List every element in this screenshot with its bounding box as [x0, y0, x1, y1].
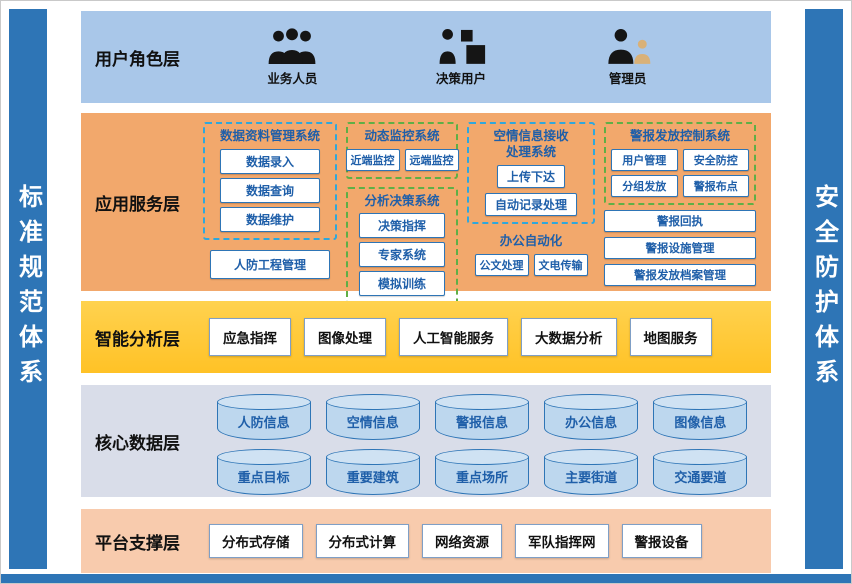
app-box-alarm-archive-management: 警报发放档案管理: [604, 263, 756, 286]
application-groups: 数据资料管理系统 数据录入 数据查询 数据维护 人防工程管理 动态监控系统 近端…: [203, 113, 771, 305]
user-role-layer: 用户角色层 业务人员: [81, 11, 771, 103]
group-data-management-system: 数据资料管理系统 数据录入 数据查询 数据维护: [203, 122, 337, 240]
core-data-layer: 核心数据层 人防信息 空情信息 警报信息 办公信息 图像信息 重点目标 重要建筑…: [81, 385, 771, 497]
database-key-targets: 重点目标: [216, 449, 311, 495]
group-title: 动态监控系统: [364, 129, 440, 143]
app-box-near-monitoring: 近端监控: [345, 148, 400, 171]
platform-box-distributed-storage: 分布式存储: [209, 524, 303, 558]
role-decision-users: 决策用户: [436, 28, 486, 87]
app-box-data-maintenance: 数据维护: [220, 206, 320, 232]
app-box-data-entry: 数据录入: [220, 148, 320, 174]
user-role-layer-label: 用户角色层: [95, 49, 180, 69]
app-box-user-management: 用户管理: [611, 148, 678, 171]
group-dynamic-monitoring-system: 动态监控系统 近端监控 远端监控: [345, 122, 459, 179]
database-office-info: 办公信息: [544, 394, 639, 440]
platform-support-layer-label: 平台支撑层: [95, 533, 180, 553]
database-alarm-info: 警报信息: [434, 394, 529, 440]
app-box-security-control: 安全防控: [682, 148, 749, 171]
role-label: 管理员: [608, 71, 647, 86]
database-label: 重点目标: [237, 470, 290, 485]
role-label: 决策用户: [435, 71, 486, 86]
analysis-box-map-service: 地图服务: [629, 318, 712, 356]
database-label: 办公信息: [565, 415, 618, 430]
left-pillar: 标准规范体系: [9, 9, 47, 569]
app-box-alarm-placement: 警报布点: [682, 174, 749, 197]
group-title: 数据资料管理系统: [219, 129, 320, 143]
app-box-upload-transmit: 上传下达: [496, 165, 565, 189]
business-users-icon: [268, 27, 316, 64]
left-pillar-label: 标准规范体系: [14, 184, 42, 394]
platform-box-alarm-equipment: 警报设备: [621, 524, 702, 558]
database-grid: 人防信息 空情信息 警报信息 办公信息 图像信息 重点目标 重要建筑 重点场所 …: [209, 385, 771, 497]
database-civil-defense-info: 人防信息: [216, 394, 311, 440]
database-label: 空情信息: [346, 415, 399, 430]
application-service-layer-label: 应用服务层: [95, 194, 180, 214]
platform-items: 分布式存储 分布式计算 网络资源 军队指挥网 警报设备: [209, 524, 771, 558]
analysis-box-emergency-command: 应急指挥: [209, 318, 291, 356]
role-admin: 管理员: [603, 28, 653, 87]
platform-support-layer: 平台支撑层 分布式存储 分布式计算 网络资源 军队指挥网 警报设备: [81, 509, 771, 573]
group-analysis-decision-system: 分析决策系统 决策指挥 专家系统 模拟训练: [346, 186, 458, 305]
database-label: 重点场所: [455, 470, 508, 485]
admin-icon: [608, 28, 650, 64]
database-label: 图像信息: [674, 415, 727, 430]
column-monitoring-analysis: 动态监控系统 近端监控 远端监控 分析决策系统 决策指挥 专家系统 模拟训练: [345, 122, 459, 305]
office-automation-title: 办公自动化: [499, 234, 563, 249]
app-box-document-processing: 公文处理: [474, 253, 529, 276]
intelligent-analysis-layer: 智能分析层 应急指挥 图像处理 人工智能服务 大数据分析 地图服务: [81, 301, 771, 373]
database-image-info: 图像信息: [653, 394, 748, 440]
app-box-simulation-training: 模拟训练: [359, 271, 445, 297]
database-important-buildings: 重要建筑: [325, 449, 420, 495]
core-data-layer-label: 核心数据层: [95, 433, 180, 453]
intelligent-analysis-layer-label: 智能分析层: [95, 329, 180, 349]
decision-users-icon: [439, 28, 486, 64]
analysis-box-image-processing: 图像处理: [304, 318, 386, 356]
app-box-expert-system: 专家系统: [359, 242, 445, 268]
database-key-places: 重点场所: [434, 449, 529, 495]
role-list: 业务人员 决策用户 管理员: [207, 27, 771, 87]
database-label: 警报信息: [455, 415, 508, 430]
group-title: 警报发放控制系统: [629, 129, 730, 143]
group-alarm-issuing-control-system: 警报发放控制系统 用户管理 安全防控 分组发放 警报布点: [604, 122, 756, 205]
group-title: 空情信息接收处理系统: [493, 129, 569, 159]
bottom-accent-bar: [1, 574, 851, 583]
application-service-layer: 应用服务层 数据资料管理系统 数据录入 数据查询 数据维护 人防工程管理 动态监…: [81, 113, 771, 305]
group-air-situation-system: 空情信息接收处理系统 上传下达 自动记录处理: [467, 122, 595, 225]
column-data-management: 数据资料管理系统 数据录入 数据查询 数据维护 人防工程管理: [203, 122, 337, 279]
role-label: 业务人员: [267, 71, 318, 86]
column-alarm-control: 警报发放控制系统 用户管理 安全防控 分组发放 警报布点 警报回执 警报设施管理…: [604, 122, 756, 286]
platform-box-military-command-network: 军队指挥网: [515, 524, 609, 558]
app-box-decision-command: 决策指挥: [359, 213, 445, 239]
app-box-group-issuing: 分组发放: [611, 174, 678, 197]
app-box-message-transmission: 文电传输: [533, 253, 588, 276]
platform-box-distributed-computing: 分布式计算: [315, 524, 409, 558]
app-box-civil-defense-engineering: 人防工程管理: [210, 249, 330, 279]
database-air-situation-info: 空情信息: [325, 394, 420, 440]
app-box-data-query: 数据查询: [220, 177, 320, 203]
database-label: 重要建筑: [346, 470, 399, 485]
right-pillar-label: 安全防护体系: [810, 184, 838, 394]
database-label: 交通要道: [674, 470, 727, 485]
analysis-box-ai-service: 人工智能服务: [399, 318, 508, 356]
column-air-info-office: 空情信息接收处理系统 上传下达 自动记录处理 办公自动化 公文处理 文电传输: [467, 122, 595, 276]
analysis-box-big-data: 大数据分析: [521, 318, 617, 356]
database-label: 主要街道: [565, 470, 618, 485]
office-buttons: 公文处理 文电传输: [467, 253, 595, 276]
app-box-alarm-receipt: 警报回执: [604, 209, 756, 232]
database-main-streets: 主要街道: [544, 449, 639, 495]
platform-box-network-resources: 网络资源: [422, 524, 502, 558]
analysis-items: 应急指挥 图像处理 人工智能服务 大数据分析 地图服务: [209, 318, 771, 356]
right-pillar: 安全防护体系: [805, 9, 843, 569]
app-box-alarm-facility-management: 警报设施管理: [604, 236, 756, 259]
role-business-users: 业务人员: [265, 27, 319, 87]
monitor-buttons: 近端监控 远端监控: [345, 148, 459, 171]
app-box-remote-monitoring: 远端监控: [404, 148, 459, 171]
database-traffic-routes: 交通要道: [653, 449, 748, 495]
group-title: 分析决策系统: [364, 193, 440, 208]
alarm-grid: 用户管理 安全防控 分组发放 警报布点: [611, 148, 749, 197]
database-label: 人防信息: [237, 415, 290, 430]
app-box-auto-record-processing: 自动记录处理: [484, 193, 577, 217]
